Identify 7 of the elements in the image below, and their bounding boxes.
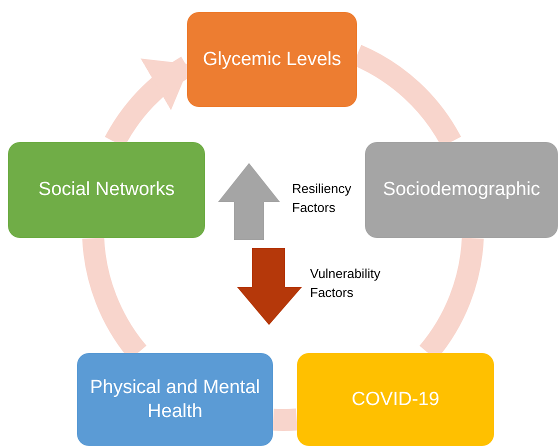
process-box: Glycemic Levels <box>187 12 357 107</box>
process-box: Sociodemographic <box>365 142 558 238</box>
factor-label: Resiliency Factors <box>292 180 352 217</box>
process-box: COVID-19 <box>297 353 494 446</box>
process-box: Physical and Mental Health <box>77 353 273 446</box>
factor-label: Vulnerability Factors <box>310 265 382 302</box>
process-box: Social Networks <box>8 142 205 238</box>
